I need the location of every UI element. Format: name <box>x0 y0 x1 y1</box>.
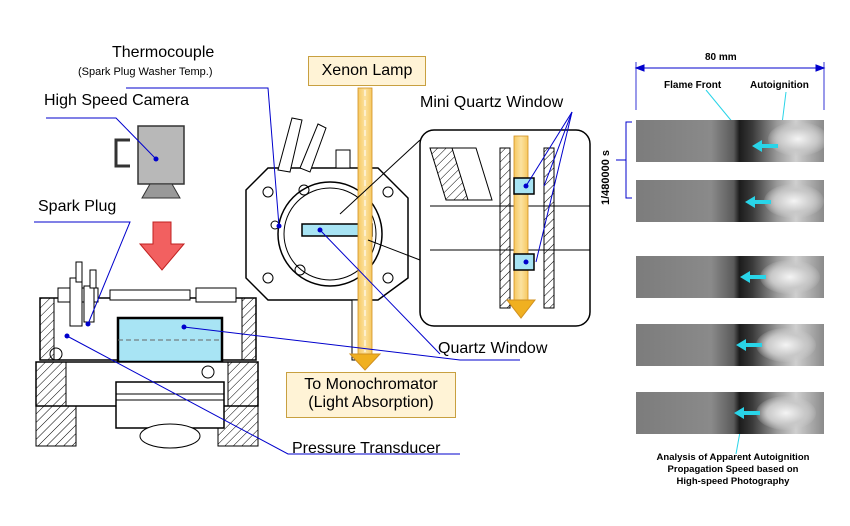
monochromator-line2: (Light Absorption) <box>308 394 434 411</box>
arrow-1 <box>752 140 778 152</box>
arrow-4 <box>736 339 762 351</box>
time-bracket <box>616 121 632 199</box>
photo-frame-3 <box>636 256 824 298</box>
xenon-lamp-box: Xenon Lamp <box>308 56 426 86</box>
high-speed-camera-label: High Speed Camera <box>44 92 189 109</box>
mini-quartz-window-label: Mini Quartz Window <box>420 94 564 111</box>
arrow-2 <box>745 196 771 208</box>
photo-frame-1 <box>636 120 824 162</box>
caption-line3: High-speed Photography <box>676 476 790 487</box>
mini-quartz-inset <box>419 129 591 327</box>
autoignition-label: Autoignition <box>750 80 809 91</box>
high-speed-camera-icon <box>114 125 185 199</box>
xenon-beam <box>348 87 382 371</box>
monochromator-box: To Monochromator (Light Absorption) <box>286 372 456 418</box>
thermocouple-note: (Spark Plug Washer Temp.) <box>78 66 213 78</box>
photo-frame-5 <box>636 392 824 434</box>
caption-line2: Propagation Speed based on <box>667 464 799 475</box>
quartz-window-label: Quartz Window <box>438 340 548 357</box>
arrow-3 <box>740 271 766 283</box>
engine-cross-section <box>35 261 259 449</box>
autoignition-arrows <box>734 140 778 419</box>
down-arrow-icon <box>138 221 186 271</box>
scale-bar <box>634 62 826 110</box>
pressure-transducer-label: Pressure Transducer <box>292 440 441 457</box>
arrow-5 <box>734 407 760 419</box>
spark-plug-label: Spark Plug <box>38 198 117 215</box>
xenon-lamp-label: Xenon Lamp <box>321 62 413 79</box>
flame-front-label: Flame Front <box>664 80 722 91</box>
photo-frame-2 <box>636 180 824 222</box>
caption-line1: Analysis of Apparent Autoignition <box>656 452 810 463</box>
thermocouple-label: Thermocouple <box>112 44 215 61</box>
scale-label: 80 mm <box>705 52 737 63</box>
photo-frame-4 <box>636 324 824 366</box>
flame-leader-lines <box>705 89 787 455</box>
leader-lines <box>34 87 573 455</box>
monochromator-line1: To Monochromator <box>304 376 438 393</box>
